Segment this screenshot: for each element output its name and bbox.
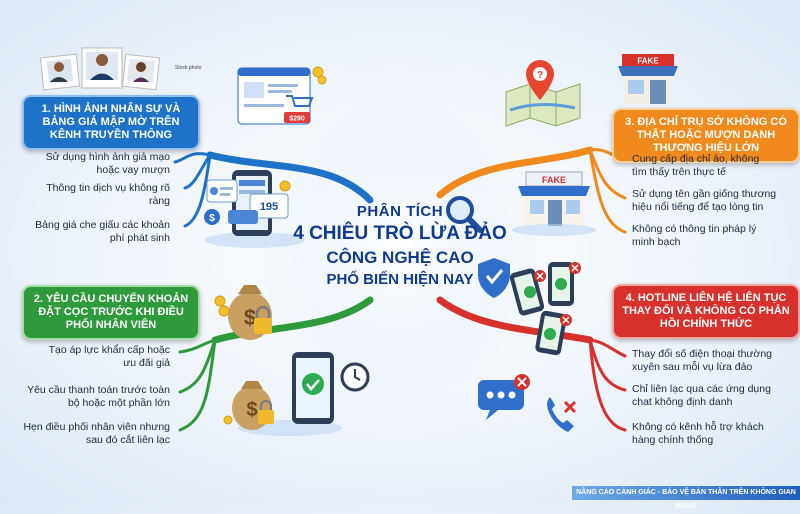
fake-building-icon: FAKE: [512, 171, 596, 236]
branch-connectors: [173, 146, 627, 432]
branch-4-item-3: Không có kênh hỗ trợ khách hàng chính th…: [632, 421, 764, 446]
branch-2-item-2: Yêu cầu thanh toán trước toàn bộ hoặc mộ…: [27, 384, 170, 409]
svg-text:$: $: [209, 213, 215, 224]
svg-text:$290: $290: [289, 116, 305, 123]
shield-check-icon: [478, 258, 510, 298]
branch-3-item-2: Sử dụng tên gần giống thương hiệu nổi ti…: [632, 188, 777, 213]
svg-text:195: 195: [260, 201, 278, 213]
branch-2-heading: 2. Yêu cầu chuyển khoản đặt cọc trước kh…: [22, 285, 200, 340]
phone-payment-icon: 195 $: [204, 170, 305, 248]
branch-1-heading: 1. Hình ảnh nhân sự và bảng giá mập mờ t…: [22, 95, 200, 150]
map-pin-icon: ?: [505, 60, 581, 127]
branch-3-heading: 3. Địa chỉ trụ sở không có thật hoặc mượ…: [612, 108, 800, 163]
magnifier-icon: [446, 196, 483, 233]
stock-photo-label: Stock photo: [175, 65, 202, 71]
svg-text:?: ?: [537, 70, 543, 81]
title-line-2: 4 CHIÊU TRÒ LỪA ĐẢO: [293, 223, 507, 244]
fake-store-icon: FAKE: [618, 54, 678, 104]
mind-map: $290 195 $ $: [22, 47, 800, 510]
branch-4-item-2: Chỉ liên lạc qua các ứng dụng chat không…: [632, 383, 771, 408]
svg-text:$: $: [244, 305, 256, 330]
branch-2-item-3: Hẹn điều phối nhân viên nhưng sau đó cắt…: [23, 421, 170, 446]
branch-1-item-1: Sử dụng hình ảnh giả mạo hoặc vay mượn: [45, 151, 170, 176]
svg-text:FAKE: FAKE: [637, 57, 659, 66]
svg-text:FAKE: FAKE: [542, 175, 566, 185]
branch-2-item-1: Tạo áp lực khẩn cấp hoặc ưu đãi giả: [48, 344, 170, 369]
svg-text:$: $: [246, 399, 257, 421]
branch-3-item-3: Không có thông tin pháp lý minh bạch: [632, 223, 757, 248]
phone-check-icon: $: [223, 352, 370, 436]
footer-banner: NÂNG CAO CẢNH GIÁC - BẢO VỆ BẢN THÂN TRÊ…: [572, 486, 800, 510]
phone-call-blocked-icon: [547, 397, 577, 432]
multiple-phones-icon: [509, 262, 581, 356]
branch-1-item-3: Bảng giá che giấu các khoản phí phát sin…: [35, 219, 170, 244]
branch-4-heading: 4. Hotline liên hệ liên tục thay đổi và …: [612, 284, 800, 339]
title-line-4: PHỔ BIẾN HIỆN NAY: [326, 271, 474, 288]
illustration-layer: $290 195 $ $: [39, 47, 678, 436]
money-bag-lock-icon: $: [214, 285, 272, 340]
title-line-3: CÔNG NGHỆ CAO: [326, 248, 474, 267]
chat-bubble-icon: [478, 374, 530, 420]
center-title: PHÂN TÍCH 4 CHIÊU TRÒ LỪA ĐẢO CÔNG NGHỆ …: [290, 203, 510, 288]
branch-4-item-1: Thay đổi số điện thoại thường xuyên sau …: [632, 348, 773, 373]
branch-1-item-2: Thông tin dịch vụ không rõ ràng: [46, 182, 170, 207]
online-store-icon: $290: [237, 66, 327, 125]
title-line-1: PHÂN TÍCH: [356, 203, 444, 220]
branch-3-item-1: Cung cấp địa chỉ ảo, không tìm thấy trên…: [632, 153, 760, 178]
stock-photo-icon: [39, 47, 161, 91]
